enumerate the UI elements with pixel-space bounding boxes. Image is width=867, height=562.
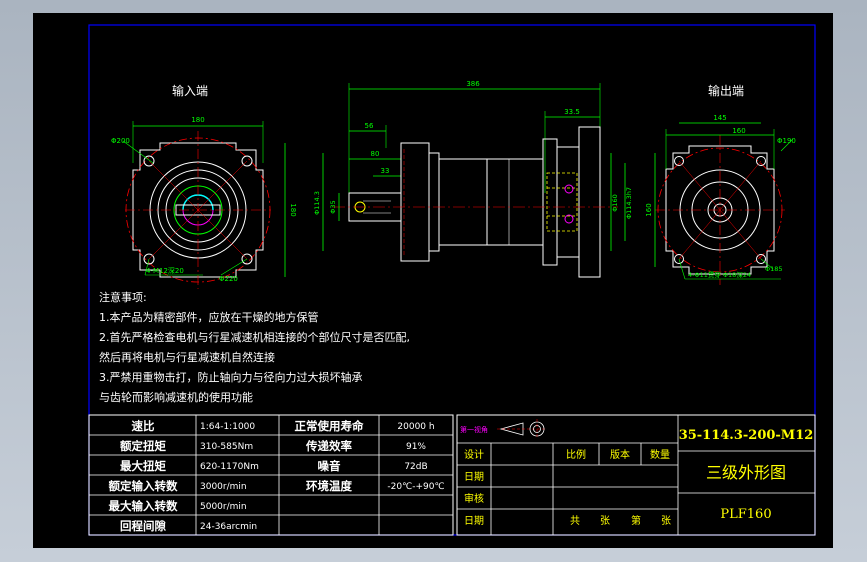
note-line: 3.严禁用重物击打，防止轴向力与径向力过大损坏轴承 bbox=[99, 370, 363, 384]
output-dim-bolt: Φ185 bbox=[765, 265, 783, 273]
output-end-view: 输出端 145 160 bbox=[645, 83, 796, 285]
output-hole-bl bbox=[674, 254, 684, 264]
input-dim-width: 180 bbox=[191, 116, 204, 124]
title-block-border bbox=[456, 414, 816, 536]
output-dim-width: 145 bbox=[713, 114, 726, 122]
spec-label2: 噪音 bbox=[318, 459, 341, 473]
output-end-label: 输出端 bbox=[708, 83, 744, 98]
input-hole-br bbox=[241, 253, 253, 265]
side-housing-stage1 bbox=[438, 158, 488, 246]
drawing-number: 35-114.3-200-M12 bbox=[679, 428, 814, 443]
input-diagonal-2 bbox=[148, 160, 248, 260]
input-end-view: 输入端 bbox=[111, 83, 297, 289]
spec-table: 速比 额定扭矩 最大扭矩 额定输入转数 最大输入转数 回程间隙 1:64-1:1… bbox=[88, 414, 454, 536]
spec-value: 5000r/min bbox=[200, 502, 247, 512]
input-hole-bl bbox=[143, 253, 155, 265]
side-dim-flange2: Φ114.3h7 bbox=[625, 187, 633, 219]
side-dim-shaft: Φ35 bbox=[329, 200, 337, 213]
input-flange-outline bbox=[132, 142, 264, 278]
spec-value: 3000r/min bbox=[200, 482, 247, 492]
input-hole-tr bbox=[241, 155, 253, 167]
input-dim-holes: 4-M12深20 bbox=[146, 266, 184, 275]
output-dim-holes: 4-Φ11贯穿 Φ18深24 bbox=[688, 270, 751, 279]
spec-label2: 正常使用寿命 bbox=[295, 419, 364, 433]
side-housing-stage2 bbox=[486, 158, 544, 246]
output-dim-dia: Φ190 bbox=[777, 137, 796, 145]
note-line: 2.首先严格检查电机与行星减速机相连接的个部位尺寸是否匹配, bbox=[99, 330, 410, 344]
spec-label2: 环境温度 bbox=[306, 479, 352, 493]
side-dim-total: 386 bbox=[466, 80, 480, 88]
side-dim-d2: 80 bbox=[371, 150, 380, 158]
output-flange-outline bbox=[665, 145, 775, 275]
side-output-bolt-bot bbox=[564, 214, 574, 224]
header-quantity: 数量 bbox=[650, 448, 670, 461]
output-hole-tl bbox=[674, 156, 684, 166]
output-dim-w2: 160 bbox=[732, 127, 745, 135]
spec-value2: 91% bbox=[406, 442, 426, 452]
drawing-canvas: 输入端 bbox=[88, 24, 816, 536]
spec-label: 额定输入转数 bbox=[109, 479, 178, 493]
spec-value: 24-36arcmin bbox=[200, 522, 257, 532]
side-dim-flange: Φ160 bbox=[611, 194, 619, 212]
spec-label: 最大输入转数 bbox=[109, 499, 178, 513]
header-version: 版本 bbox=[610, 448, 630, 461]
output-hole-br bbox=[756, 254, 766, 264]
input-clamp-arc bbox=[182, 194, 214, 211]
side-output-body bbox=[556, 146, 580, 258]
input-dim-dia: Φ200 bbox=[111, 137, 130, 145]
spec-value: 620-1170Nm bbox=[200, 462, 259, 472]
note-line: 1.本产品为精密部件，应放在干燥的地方保管 bbox=[99, 310, 319, 324]
side-adapter-step bbox=[428, 152, 440, 252]
side-dim-d3: 33.5 bbox=[564, 108, 580, 116]
title-block: 第一视角 设计 日期 审核 日期 比例 版本 数量 共 张 第 bbox=[456, 414, 816, 536]
notes-title: 注意事项: bbox=[99, 290, 147, 304]
spec-value2: -20℃-+90℃ bbox=[387, 482, 444, 492]
drawing-sheet: 输入端 bbox=[33, 13, 833, 548]
spec-value2: 72dB bbox=[404, 462, 427, 472]
input-dim-height: 180 bbox=[289, 203, 297, 216]
side-dim-d1: 56 bbox=[365, 122, 374, 130]
side-output-bolt-top bbox=[564, 184, 574, 194]
output-dim-height: 160 bbox=[645, 203, 653, 216]
spec-value: 310-585Nm bbox=[200, 442, 253, 452]
spec-label: 最大扭矩 bbox=[120, 459, 166, 473]
sheet-count-index: 第 bbox=[631, 514, 641, 527]
row-label-review: 审核 bbox=[464, 492, 484, 505]
notes-block: 注意事项: 1.本产品为精密部件，应放在干燥的地方保管 2.首先严格检查电机与行… bbox=[99, 290, 410, 404]
first-angle-projection-icon bbox=[497, 419, 545, 439]
input-end-label: 输入端 bbox=[172, 83, 208, 98]
row-label-design: 设计 bbox=[464, 448, 484, 461]
side-adapter-flange bbox=[400, 142, 430, 262]
drawing-name: 三级外形图 bbox=[706, 463, 786, 482]
note-line: 然后再将电机与行星减速机自然连接 bbox=[99, 350, 275, 364]
side-dim-d4: 33 bbox=[381, 167, 390, 175]
side-output-plate bbox=[578, 126, 601, 278]
row-label-date2: 日期 bbox=[464, 515, 484, 527]
side-hidden-bearing bbox=[546, 172, 578, 232]
side-dim-bore: Φ114.3 bbox=[313, 191, 321, 215]
sheet-count-total: 共 bbox=[570, 515, 580, 527]
input-hole-tl bbox=[143, 155, 155, 167]
sheet-count-unit: 张 bbox=[600, 515, 610, 527]
spec-label: 额定扭矩 bbox=[120, 439, 166, 453]
spec-label: 速比 bbox=[132, 419, 155, 433]
output-hole-tr bbox=[756, 156, 766, 166]
spec-value2: 20000 h bbox=[397, 422, 434, 432]
sheet-count-unit2: 张 bbox=[661, 515, 671, 527]
spec-label2: 传递效率 bbox=[305, 439, 352, 453]
spec-value: 1:64-1:1000 bbox=[200, 422, 255, 432]
model-number: PLF160 bbox=[720, 507, 771, 522]
row-label-date: 日期 bbox=[464, 471, 484, 483]
side-view: 386 56 80 33.5 33 bbox=[313, 80, 633, 278]
projection-label: 第一视角 bbox=[460, 425, 488, 434]
note-line: 与齿轮而影响减速机的使用功能 bbox=[99, 390, 253, 404]
input-dim-bolt: Φ220 bbox=[219, 275, 238, 283]
spec-label: 回程间隙 bbox=[120, 519, 166, 533]
header-scale: 比例 bbox=[566, 448, 586, 461]
